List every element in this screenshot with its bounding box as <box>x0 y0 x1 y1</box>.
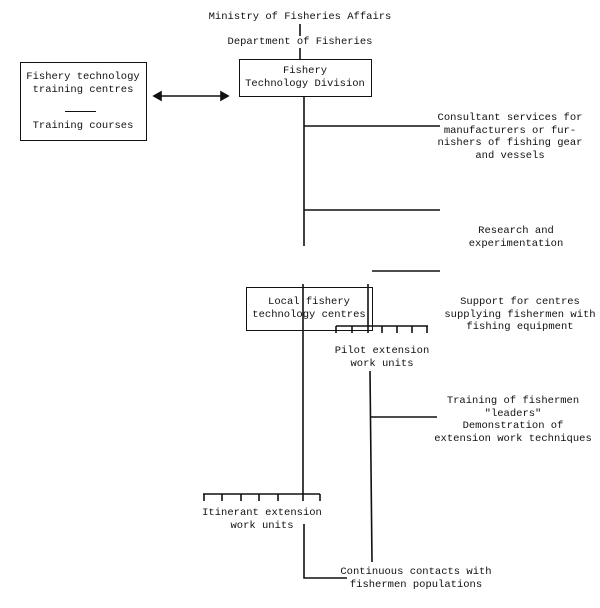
pilot-label: Pilot extension work units <box>335 345 430 370</box>
training-leaders-line-4: extension work techniques <box>434 432 592 445</box>
division-label: Fishery Technology Division <box>245 65 365 90</box>
itinerant-line-1: Itinerant extension <box>202 507 322 519</box>
training-leaders-line-3: Demonstration of <box>462 420 564 432</box>
local-centres-line-2: technology centres <box>252 308 366 321</box>
itinerant-label: Itinerant extension work units <box>202 507 322 532</box>
contacts-label: Continuous contacts with fishermen popul… <box>340 566 491 591</box>
division-line-1: Fishery <box>282 65 328 77</box>
consultant-line-2: manufacturers or fur- <box>443 124 577 137</box>
consultant-label: Consultant services for manufacturers or… <box>438 112 583 162</box>
itinerant-comb <box>203 493 321 501</box>
support-line-2: supplying fishermen with <box>444 308 596 321</box>
pilot-line-1: Pilot extension <box>334 345 430 357</box>
training-centres-line-2: training centres <box>32 83 134 96</box>
research-line-2: experimentation <box>468 237 564 250</box>
pilot-down-line <box>369 370 373 563</box>
contacts-line-2: fishermen populations <box>349 578 483 591</box>
research-line-1: Research and <box>478 225 554 237</box>
local-centres-label: Local fishery technology centres <box>252 296 365 321</box>
box-divider <box>65 111 96 112</box>
consultant-line-1: Consultant services for <box>437 112 583 124</box>
local-centres-box <box>246 287 373 331</box>
consultant-line-3: nishers of fishing gear <box>437 137 583 149</box>
training-leaders-line-2: "leaders" <box>484 407 542 420</box>
contacts-line-1: Continuous contacts with <box>340 566 492 578</box>
pilot-comb <box>335 325 428 333</box>
pilot-line-2: work units <box>350 357 414 370</box>
ministry-label: Ministry of Fisheries Affairs <box>208 11 392 23</box>
support-line-3: fishing equipment <box>466 321 574 333</box>
training-centres-box <box>20 62 147 141</box>
local-centres-line-1: Local fishery <box>268 296 350 308</box>
division-line-2: Technology Division <box>245 77 365 90</box>
training-courses-label: Training courses <box>32 120 134 132</box>
support-line-1: Support for centres <box>460 296 580 308</box>
arrowhead-left-icon <box>152 90 162 102</box>
training-leaders-label: Training of fishermen "leaders" Demonstr… <box>434 395 592 445</box>
consultant-line-4: and vessels <box>475 149 545 162</box>
support-label: Support for centres supplying fishermen … <box>444 296 595 334</box>
division-box <box>239 59 372 97</box>
itinerant-line-2: work units <box>230 519 294 532</box>
department-label: Department of Fisheries <box>227 36 373 48</box>
training-leaders-line-1: Training of fishermen <box>446 395 580 407</box>
training-centres-label: Fishery technology training centres <box>26 71 139 96</box>
research-label: Research and experimentation <box>469 225 564 250</box>
training-centres-line-1: Fishery technology <box>26 71 140 83</box>
contacts-connector <box>303 524 347 579</box>
arrowhead-right-icon <box>220 90 230 102</box>
